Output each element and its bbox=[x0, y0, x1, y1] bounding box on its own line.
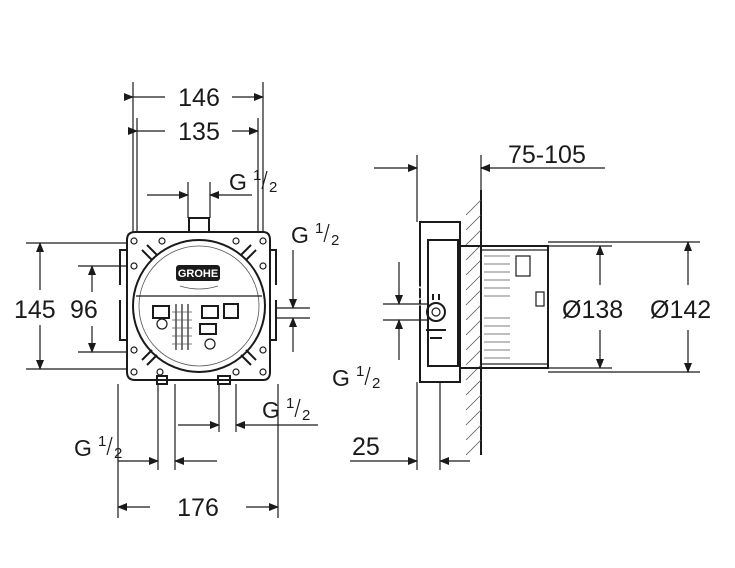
thread-label-side: G 1 2 bbox=[332, 363, 380, 392]
dia-138: Ø138 bbox=[562, 296, 623, 324]
box-circle bbox=[132, 239, 266, 373]
screw-holes bbox=[130, 237, 267, 376]
svg-text:2: 2 bbox=[331, 232, 339, 249]
svg-text:G: G bbox=[74, 435, 92, 461]
thread-label-bottom-left: G 1 2 bbox=[74, 433, 122, 462]
watermark-text: .g bbox=[405, 276, 427, 306]
dim-146: 146 bbox=[178, 84, 220, 112]
thread-label-top: G 1 2 bbox=[229, 167, 277, 196]
cylinder-ribs bbox=[484, 255, 545, 359]
dim-176: 176 bbox=[177, 494, 219, 522]
svg-text:1: 1 bbox=[286, 395, 294, 412]
dim-135: 135 bbox=[178, 118, 220, 146]
thread-label-right: G 1 2 bbox=[291, 220, 339, 249]
valve-internals bbox=[152, 303, 239, 350]
svg-text:1: 1 bbox=[356, 363, 364, 380]
svg-text:G: G bbox=[229, 169, 247, 195]
front-view: GROHE bbox=[14, 82, 339, 522]
svg-text:2: 2 bbox=[302, 407, 310, 424]
dim-25: 25 bbox=[352, 433, 380, 461]
wall-hatch bbox=[465, 199, 482, 456]
dim-depth: 75-105 bbox=[508, 141, 586, 169]
dim-145: 145 bbox=[14, 296, 56, 324]
corner-clips bbox=[141, 244, 257, 366]
svg-text:G: G bbox=[262, 397, 280, 423]
box-outline bbox=[126, 231, 271, 381]
thread-label-bottom-right: G 1 2 bbox=[262, 395, 310, 424]
svg-text:1: 1 bbox=[253, 167, 261, 184]
svg-text:2: 2 bbox=[269, 179, 277, 196]
grohe-logo: GROHE bbox=[176, 265, 220, 290]
svg-text:G: G bbox=[332, 365, 350, 391]
svg-text:2: 2 bbox=[372, 375, 380, 392]
svg-text:G: G bbox=[291, 222, 309, 248]
dia-142: Ø142 bbox=[650, 296, 711, 324]
dim-96: 96 bbox=[70, 296, 98, 324]
svg-text:GROHE: GROHE bbox=[178, 268, 218, 280]
side-view: .g 75-105 Ø138 Ø142 G 1 2 bbox=[332, 141, 711, 470]
svg-text:1: 1 bbox=[315, 220, 323, 237]
svg-text:1: 1 bbox=[98, 433, 106, 450]
